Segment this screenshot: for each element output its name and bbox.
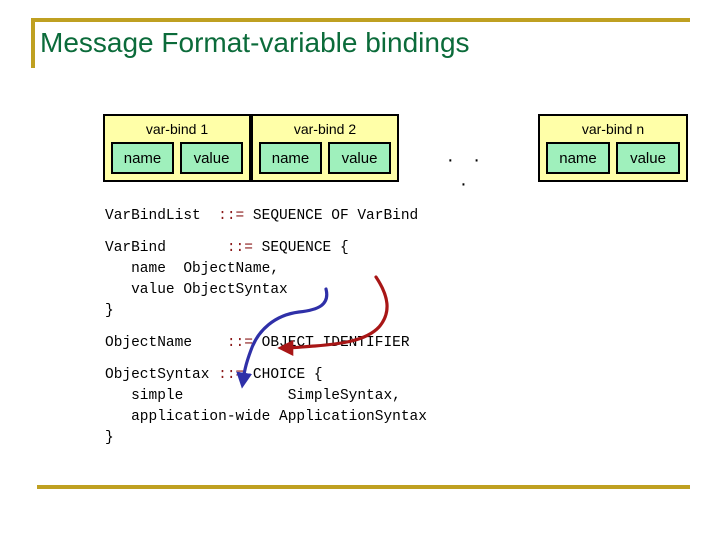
code-expression: SEQUENCE OF VarBind — [244, 208, 419, 224]
varbind-cells-n: name value — [546, 142, 680, 174]
page-title: Message Format-variable bindings — [40, 27, 470, 58]
varbind-label-2: var-bind 2 — [293, 121, 357, 137]
varbind-value-cell-1: value — [180, 142, 243, 174]
code-line: VarBindList ::= SEQUENCE OF VarBind — [105, 206, 427, 227]
code-blank-line — [105, 354, 427, 365]
code-expression: OBJECT IDENTIFIER — [252, 335, 410, 351]
code-line: name ObjectName, — [105, 259, 427, 280]
code-identifier: } — [105, 430, 114, 446]
title-rule-left — [31, 18, 35, 68]
code-identifier: VarBindList — [105, 208, 219, 224]
varbind-cells-1: name value — [111, 142, 243, 174]
varbind-name-cell-2: name — [259, 142, 322, 174]
code-line: simple SimpleSyntax, — [105, 386, 427, 407]
code-line: application-wide ApplicationSyntax — [105, 407, 427, 428]
varbind-ellipsis: · · · — [447, 149, 487, 195]
title-rule-top — [31, 18, 690, 22]
code-line: ObjectName ::= OBJECT IDENTIFIER — [105, 333, 427, 354]
varbind-box-2: var-bind 2 name value — [251, 114, 399, 182]
code-identifier: } — [105, 303, 114, 319]
varbind-name-cell-1: name — [111, 142, 174, 174]
code-assign-operator: ::= — [226, 335, 253, 351]
varbind-value-cell-n: value — [616, 142, 680, 174]
varbind-box-n: var-bind n name value — [538, 114, 688, 182]
code-identifier: ObjectName — [105, 335, 227, 351]
code-line: ObjectSyntax ::= CHOICE { — [105, 365, 427, 386]
varbind-label-n: var-bind n — [581, 121, 645, 137]
varbind-name-cell-n: name — [546, 142, 610, 174]
code-identifier: simple SimpleSyntax, — [105, 388, 401, 404]
code-line: } — [105, 428, 427, 449]
code-line: value ObjectSyntax — [105, 280, 427, 301]
code-identifier: ObjectSyntax — [105, 367, 219, 383]
code-expression: CHOICE { — [244, 367, 323, 383]
code-assign-operator: ::= — [218, 208, 245, 224]
code-assign-operator: ::= — [218, 367, 245, 383]
code-blank-line — [105, 322, 427, 333]
code-identifier: name ObjectName, — [105, 261, 280, 277]
code-identifier: VarBind — [105, 240, 227, 256]
code-expression: SEQUENCE { — [252, 240, 349, 256]
code-assign-operator: ::= — [226, 240, 253, 256]
varbind-cells-2: name value — [259, 142, 391, 174]
varbind-label-1: var-bind 1 — [145, 121, 209, 137]
code-identifier: value ObjectSyntax — [105, 282, 288, 298]
code-line: VarBind ::= SEQUENCE { — [105, 238, 427, 259]
varbind-value-cell-2: value — [328, 142, 391, 174]
varbind-box-1: var-bind 1 name value — [103, 114, 251, 182]
title-rule-bottom — [37, 485, 690, 489]
code-line: } — [105, 301, 427, 322]
code-identifier: application-wide ApplicationSyntax — [105, 409, 427, 425]
code-blank-line — [105, 227, 427, 238]
